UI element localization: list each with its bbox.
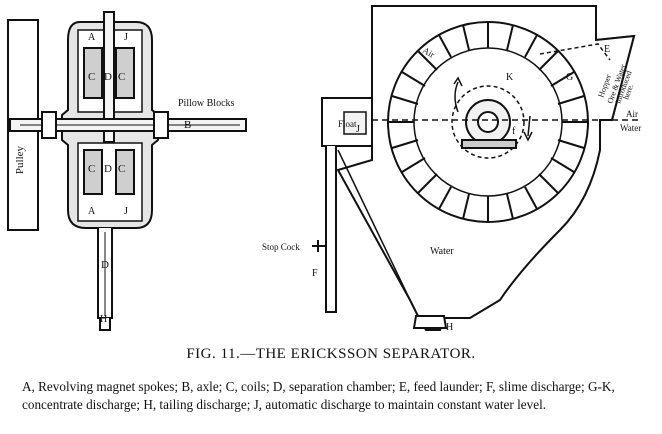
label-pillow-blocks: Pillow Blocks bbox=[178, 98, 235, 109]
figure-caption-title: FIG. 11.—THE ERICKSSON SEPARATOR. bbox=[186, 346, 476, 362]
label-J-top: J bbox=[124, 32, 128, 43]
label-stop-cock: Stop Cock bbox=[262, 242, 300, 252]
label-G: G bbox=[566, 72, 573, 83]
separation-chamber-spoke bbox=[103, 11, 115, 143]
label-pulley: Pulley bbox=[14, 145, 26, 174]
label-C1: C bbox=[88, 71, 95, 83]
label-H-right: H bbox=[446, 322, 453, 333]
label-water-side: Water bbox=[620, 123, 641, 133]
label-B: B bbox=[184, 119, 191, 131]
coil-top-left bbox=[83, 47, 103, 99]
label-D1: D bbox=[104, 71, 112, 83]
label-C2: C bbox=[118, 71, 125, 83]
end-view-drawing bbox=[7, 11, 247, 331]
label-D3: D bbox=[101, 259, 109, 271]
label-D2: D bbox=[104, 163, 112, 175]
side-view-drawing bbox=[312, 5, 640, 331]
label-F: F bbox=[312, 268, 318, 279]
pillow-block-left bbox=[41, 111, 57, 139]
figure-caption-body: A, Revolving magnet spokes; B, axle; C, … bbox=[22, 379, 615, 412]
hopper bbox=[595, 34, 636, 121]
wheel-spokes bbox=[388, 22, 588, 222]
label-air-side: Air bbox=[626, 109, 638, 119]
label-E: E bbox=[604, 44, 610, 55]
label-A-bottom: A bbox=[88, 206, 96, 217]
coil-top-right bbox=[115, 47, 135, 99]
slime-discharge-pipe bbox=[325, 146, 337, 313]
coil-bottom-left bbox=[83, 149, 103, 195]
coil-bottom-right bbox=[115, 149, 135, 195]
label-f-arrow: f bbox=[512, 126, 516, 137]
label-C4: C bbox=[118, 163, 125, 175]
stop-cock bbox=[312, 240, 326, 252]
label-water-tank: Water bbox=[430, 246, 454, 257]
label-A-top: A bbox=[88, 32, 96, 43]
pillow-block-right bbox=[153, 111, 169, 139]
label-J-bottom: J bbox=[124, 206, 128, 217]
label-H-left: H bbox=[100, 314, 107, 325]
label-C3: C bbox=[88, 163, 95, 175]
label-K: K bbox=[506, 72, 514, 83]
label-float: Float bbox=[338, 119, 357, 129]
tailing-discharge bbox=[412, 315, 448, 329]
label-J-right: J bbox=[356, 124, 360, 135]
